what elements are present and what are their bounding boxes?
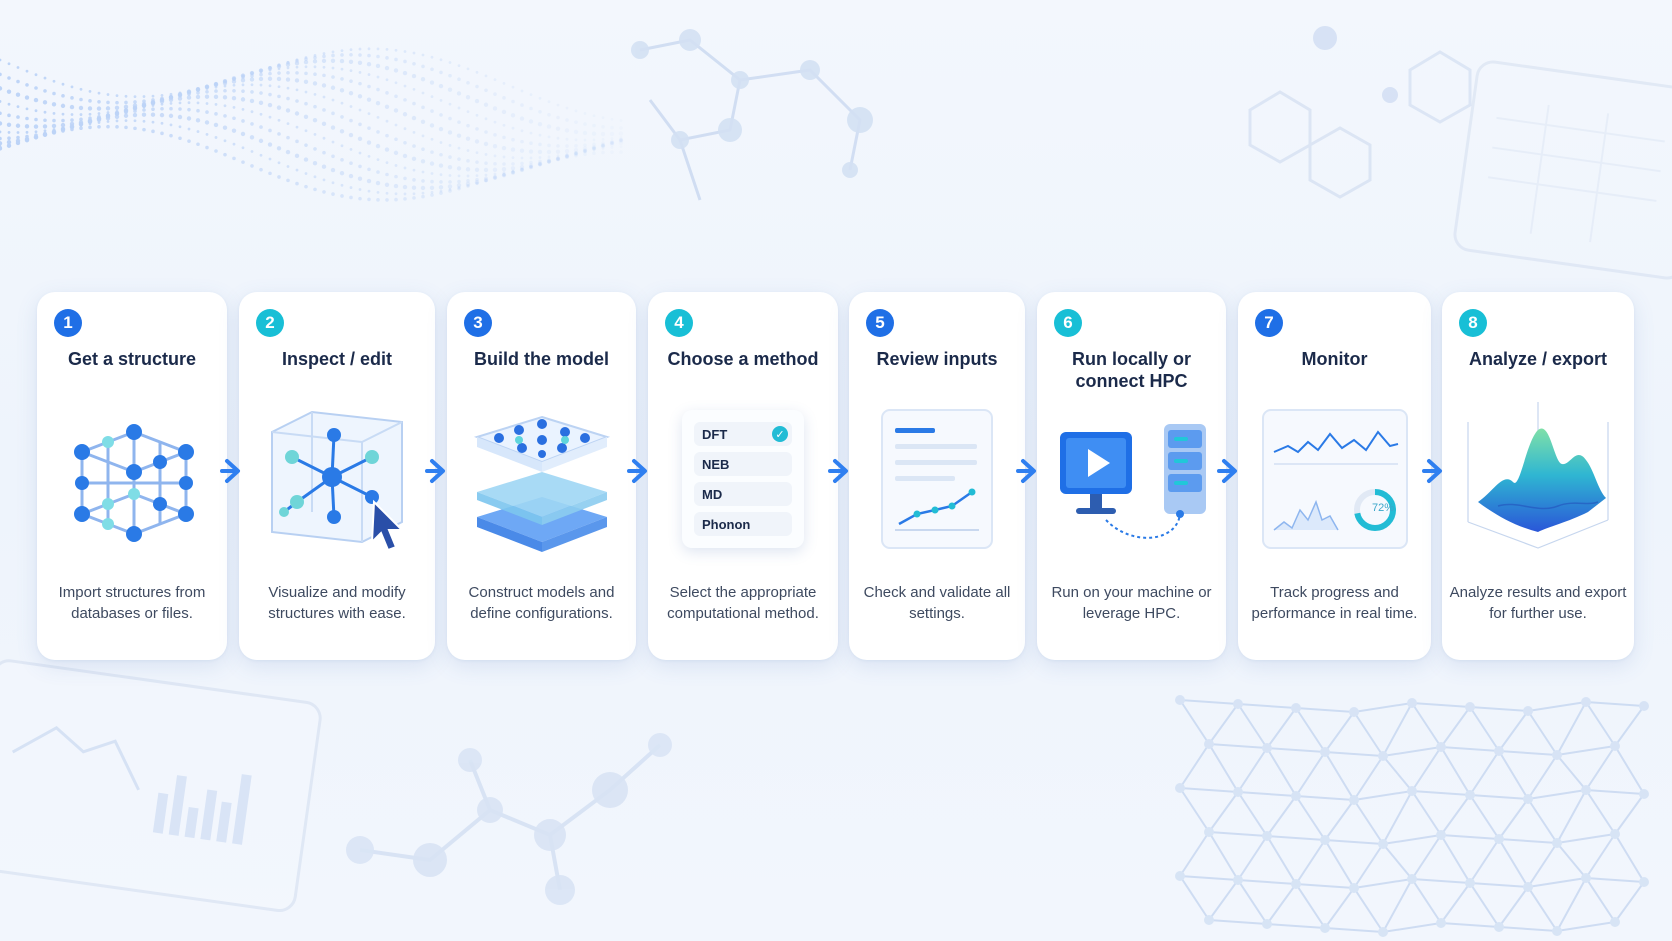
step-number-badge: 8	[1459, 309, 1487, 337]
step-card-5: 5 Review inputs Check and validate all s…	[849, 292, 1025, 660]
step-card-8: 8 Analyze / export Analyze results and e…	[1442, 292, 1634, 660]
step-card-6: 6 Run locally or connect HPC Run on your…	[1037, 292, 1226, 660]
method-option-md[interactable]: MD	[694, 482, 792, 506]
step-title: Choose a method	[667, 349, 819, 369]
step-number-badge: 3	[464, 309, 492, 337]
review-document-icon	[881, 409, 993, 549]
method-option-label: NEB	[702, 456, 730, 472]
step-card-2: 2 Inspect / edit Visualize and modify st…	[239, 292, 435, 660]
step-title: Analyze / export	[1468, 349, 1608, 369]
step-number-badge: 2	[256, 309, 284, 337]
step-description: Analyze results and export for further u…	[1449, 584, 1627, 622]
progress-label: 72%	[1371, 502, 1395, 514]
layered-model-icon	[473, 415, 610, 552]
step-description: Run on your machine or leverage HPC.	[1051, 584, 1212, 622]
method-option-label: Phonon	[702, 516, 751, 532]
step-title: Monitor	[1301, 349, 1368, 369]
step-description: Check and validate all settings.	[863, 584, 1011, 622]
step-title: Run locally or connect HPC	[1071, 349, 1192, 391]
play-icon	[1087, 449, 1110, 477]
arrow-right-icon	[828, 459, 848, 483]
step-card-1: 1 Get a structure Import structures from…	[37, 292, 227, 660]
monitor-server-icon	[1059, 424, 1206, 539]
edit-cube-cursor-icon	[271, 410, 405, 552]
arrow-right-icon	[220, 459, 240, 483]
step-title: Get a structure	[67, 349, 197, 369]
step-number-badge: 7	[1255, 309, 1283, 337]
method-option-label: MD	[702, 486, 723, 502]
step-description: Construct models and define configuratio…	[468, 584, 615, 622]
step-title: Inspect / edit	[281, 349, 393, 369]
surface-plot-icon	[1467, 402, 1609, 549]
step-title: Build the model	[474, 349, 609, 369]
checkmark-icon: ✓	[772, 426, 788, 442]
step-description: Visualize and modify structures with eas…	[268, 584, 406, 622]
method-option-phonon[interactable]: Phonon	[694, 512, 792, 536]
arrow-right-icon	[1422, 459, 1442, 483]
step-description: Track progress and performance in real t…	[1251, 584, 1418, 622]
arrow-right-icon	[627, 459, 647, 483]
arrow-right-icon	[1016, 459, 1036, 483]
cube-lattice-icon	[74, 424, 194, 542]
method-option-dft[interactable]: DFT ✓	[694, 422, 792, 446]
step-number-badge: 1	[54, 309, 82, 337]
arrow-right-icon	[425, 459, 445, 483]
step-number-badge: 6	[1054, 309, 1082, 337]
step-number-badge: 4	[665, 309, 693, 337]
step-card-3: 3 Build the model Construct models and d…	[447, 292, 636, 660]
step-number-badge: 5	[866, 309, 894, 337]
step-card-4: 4 Choose a method DFT ✓ NEB MD Phonon Se…	[648, 292, 838, 660]
arrow-right-icon	[1217, 459, 1237, 483]
step-description: Import structures from databases or file…	[58, 584, 206, 622]
method-option-neb[interactable]: NEB	[694, 452, 792, 476]
step-card-7: 7 Monitor 72% Track progress and perform…	[1238, 292, 1431, 660]
method-option-label: DFT	[702, 426, 728, 442]
dashboard-chart-icon	[1261, 409, 1408, 549]
method-list: DFT ✓ NEB MD Phonon	[682, 410, 804, 548]
step-title: Review inputs	[876, 349, 998, 369]
step-description: Select the appropriate computational met…	[667, 584, 819, 622]
